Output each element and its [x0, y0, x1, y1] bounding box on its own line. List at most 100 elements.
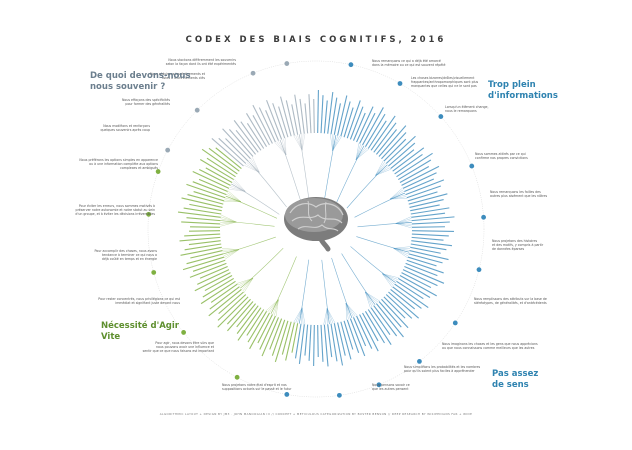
bias-label-tick — [236, 303, 257, 328]
quadrant-title-meaning: Pas assez de sens — [492, 369, 539, 390]
bias-sub-branch — [301, 133, 304, 151]
bias-sub-branch — [365, 291, 379, 303]
bias-sub-branch — [355, 146, 366, 160]
bias-sub-branch — [390, 191, 405, 200]
bias-label-tick — [281, 321, 292, 355]
category-annotation: Pour éviter les erreurs, nous sommes mot… — [75, 204, 155, 216]
category-dot — [481, 214, 486, 220]
bias-sub-branch — [224, 249, 239, 260]
bias-sub-branch — [375, 167, 390, 176]
bias-sub-branch — [295, 307, 303, 323]
bias-label-tick — [408, 253, 443, 264]
bias-label-tick — [181, 197, 223, 208]
bias-label-tick — [401, 165, 440, 186]
bias-label-tick — [285, 322, 295, 361]
bias-sub-branch — [227, 190, 241, 202]
bias-label-tick — [405, 179, 445, 196]
bias-label-tick — [199, 169, 231, 186]
bias-label-tick — [217, 294, 247, 321]
bias-sub-branch — [355, 145, 365, 160]
bias-label-tick — [313, 99, 315, 134]
bias-label-tick — [186, 183, 226, 199]
category-annotation: Nous simplifions les probabilités et les… — [404, 365, 480, 373]
bias-label-tick — [291, 323, 299, 353]
bias-label-tick — [308, 324, 312, 361]
bias-sub-branch — [330, 134, 333, 151]
bias-label-tick — [237, 307, 262, 341]
bias-label-tick — [367, 309, 392, 346]
bias-sub-branch — [226, 194, 241, 202]
category-dot — [284, 392, 290, 397]
bias-label-tick — [291, 104, 299, 135]
bias-sub-branch — [395, 216, 412, 224]
bias-sub-branch — [274, 142, 287, 155]
bias-label-tick — [410, 246, 441, 254]
bias-label-tick — [411, 233, 449, 237]
bias-sub-branch — [241, 278, 254, 290]
bias-label-tick — [407, 256, 437, 267]
bias-label-tick — [401, 272, 432, 289]
bias-sub-branch — [382, 273, 398, 280]
bias-label-tick — [188, 240, 221, 246]
bias-sub-branch — [293, 307, 303, 323]
bias-label-tick — [396, 152, 433, 178]
bias-sub-branch — [220, 221, 237, 223]
category-annotations: Nous stockons différemment les souvenirs… — [75, 58, 547, 391]
bias-label-tick — [364, 113, 386, 147]
bias-label-tick — [227, 301, 254, 332]
bias-label-tick — [327, 324, 333, 358]
bias-sub-branch — [223, 249, 239, 255]
bias-sub-branch — [393, 248, 410, 253]
bias-sub-branch — [365, 291, 373, 308]
bias-label-tick — [304, 103, 309, 134]
bias-sub-branch — [228, 188, 246, 192]
bias-label-tick — [359, 112, 376, 144]
bias-sub-branch — [345, 303, 353, 319]
category-dot — [284, 61, 290, 66]
bias-sub-branch — [272, 299, 279, 315]
bias-sub-branch — [355, 143, 361, 160]
bias-label-tick — [218, 291, 244, 315]
bias-label-tick — [192, 181, 227, 196]
bias-label-tick — [299, 98, 305, 134]
bias-sub-branch — [281, 139, 287, 155]
category-dot — [151, 270, 157, 275]
bias-sub-branch — [225, 197, 241, 202]
bias-label-tick — [333, 323, 344, 366]
bias-sub-branch — [393, 248, 410, 251]
bias-label-tick — [411, 216, 455, 222]
bias-label-tick — [180, 246, 222, 256]
bias-branch — [223, 236, 276, 255]
bias-label-tick — [266, 99, 283, 140]
poster-title: CODEX DES BIAIS COGNITIFS, 2016 — [185, 35, 447, 45]
bias-sub-branch — [393, 248, 408, 258]
quadrant-title-information: Trop plein d'informations — [488, 80, 558, 101]
bias-sub-branch — [332, 135, 337, 151]
bias-sub-branch — [297, 134, 303, 151]
bias-label-tick — [330, 97, 338, 135]
bias-label-tick — [246, 309, 265, 336]
bias-branch — [299, 134, 310, 199]
bias-label-tick — [411, 212, 446, 218]
bias-label-tick — [364, 311, 385, 344]
bias-label-tick — [199, 266, 228, 279]
bias-sub-branch — [220, 220, 237, 223]
category-dot — [348, 62, 354, 68]
bias-label-tick — [245, 112, 268, 147]
bias-label-tick — [218, 137, 247, 164]
category-annotation: Nous imaginons les choses et les gens qu… — [442, 342, 538, 350]
bias-label-tick — [285, 100, 295, 136]
bias-sub-branch — [270, 299, 279, 314]
bias-sub-branch — [395, 218, 412, 224]
bias-label-tick — [388, 142, 416, 167]
bias-sub-branch — [237, 278, 254, 286]
bias-branch — [354, 192, 406, 218]
bias-label-tick — [408, 193, 448, 205]
bias-label-tick — [398, 159, 432, 181]
bias-label-tick — [235, 129, 257, 155]
bias-label-tick — [190, 250, 223, 259]
bias-sub-branch — [223, 249, 239, 256]
outer-ring — [147, 60, 485, 398]
bias-label-tick — [346, 100, 361, 139]
category-annotation: Nous préférons les options simples en ap… — [79, 158, 158, 170]
